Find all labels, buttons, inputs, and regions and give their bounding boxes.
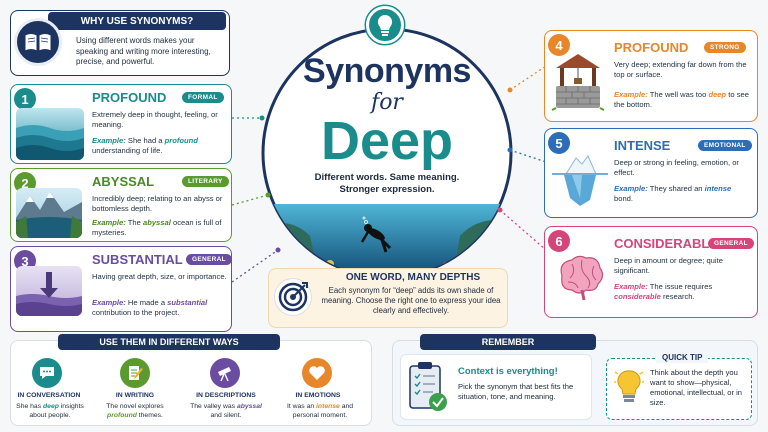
synonym-tag-4: STRONG — [704, 42, 746, 53]
synonym-example-2: Example: The abyssal ocean is full of my… — [92, 218, 222, 237]
lightbulb-badge-icon — [366, 6, 404, 44]
synonym-def-1: Extremely deep in thought, feeling, or m… — [92, 110, 218, 129]
way-text-emotions: It was an intense and personal moment. — [286, 403, 354, 419]
telescope-icon — [210, 358, 240, 388]
title-for: for — [371, 90, 403, 115]
way-label-descriptions: IN DESCRIPTIONS — [196, 392, 256, 399]
chat-bubble-icon — [32, 358, 62, 388]
one-word-text: Each synonym for “deep” adds its own sha… — [321, 286, 501, 315]
why-synonyms-heading: WHY USE SYNONYMS? — [48, 12, 226, 30]
synonym-word-2: ABYSSAL — [92, 174, 155, 189]
synonym-tag-1: FORMAL — [182, 92, 224, 103]
clipboard-check-icon — [406, 360, 450, 414]
quick-tip-heading: QUICK TIP — [656, 352, 709, 363]
synonym-example-6: Example: The issue requires considerable… — [614, 282, 713, 301]
synonym-example-1: Example: She had a profound understandin… — [92, 136, 198, 155]
synonym-def-3: Having great depth, size, or importance. — [92, 272, 227, 281]
synonym-tag-3: GENERAL — [186, 254, 232, 265]
scuba-diver-icon — [360, 216, 392, 253]
synonym-number-6: 6 — [548, 230, 570, 252]
synonym-word-3: SUBSTANTIAL — [92, 252, 183, 267]
iceberg-icon — [552, 148, 608, 210]
ways-heading: USE THEM IN DIFFERENT WAYS — [58, 334, 280, 350]
way-label-emotions: IN EMOTIONS — [295, 392, 341, 399]
center-circle — [261, 27, 513, 279]
synonym-number-1: 1 — [14, 88, 36, 110]
synonym-number-5: 5 — [548, 132, 570, 154]
remember-title: Context is everything! — [458, 366, 558, 377]
tip-lightbulb-icon — [614, 368, 644, 408]
book-icon — [14, 18, 62, 66]
down-arrow-depth-icon — [16, 266, 82, 316]
synonym-word-4: PROFOUND — [614, 40, 689, 55]
synonym-def-2: Incredibly deep; relating to an abyss or… — [92, 194, 223, 213]
one-word-heading: ONE WORD, MANY DEPTHS — [345, 272, 481, 283]
synonym-example-4: Example: The well was too deep to see th… — [614, 90, 749, 109]
way-label-writing: IN WRITING — [115, 392, 155, 399]
synonym-word-6: CONSIDERABLE — [614, 236, 719, 251]
way-text-writing: The novel explores profound themes. — [106, 403, 164, 419]
abyss-landscape-icon — [16, 188, 82, 238]
subtitle-line-1: Different words. Same meaning. — [314, 172, 460, 183]
brain-icon — [552, 252, 608, 302]
synonym-def-6: Deep in amount or degree; quite signific… — [614, 256, 723, 275]
synonym-word-5: INTENSE — [614, 138, 671, 153]
why-synonyms-text: Using different words makes your speakin… — [76, 36, 211, 66]
way-text-descriptions: The valley was abyssal and silent. — [190, 403, 262, 419]
target-icon — [274, 278, 312, 316]
title-synonyms: Synonyms — [303, 52, 471, 90]
synonym-tag-5: EMOTIONAL — [698, 140, 752, 151]
synonym-tag-6: GENERAL — [708, 238, 754, 249]
stone-well-icon — [550, 50, 606, 112]
subtitle-line-2: Stronger expression. — [339, 184, 435, 195]
synonym-example-5: Example: They shared an intense bond. — [614, 184, 732, 203]
synonym-def-5: Deep or strong in feeling, emotion, or e… — [614, 158, 739, 177]
way-text-conversation: She has deep insights about people. — [16, 403, 84, 419]
synonym-example-3: Example: He made a substantial contribut… — [92, 298, 208, 317]
synonym-word-1: PROFOUND — [92, 90, 167, 105]
way-label-conversation: IN CONVERSATION — [17, 392, 81, 399]
remember-heading: REMEMBER — [420, 334, 596, 350]
synonym-tag-2: LITERARY — [182, 176, 229, 187]
remember-text: Pick the synonym that best fits the situ… — [458, 382, 574, 401]
heart-icon — [302, 358, 332, 388]
ocean-waves-icon — [16, 108, 84, 160]
writing-pencil-icon — [120, 358, 150, 388]
synonym-number-4: 4 — [548, 34, 570, 56]
quick-tip-text: Think about the depth you want to show—p… — [650, 368, 743, 407]
synonym-def-4: Very deep; extending far down from the t… — [614, 60, 747, 79]
title-deep: Deep — [320, 111, 454, 171]
